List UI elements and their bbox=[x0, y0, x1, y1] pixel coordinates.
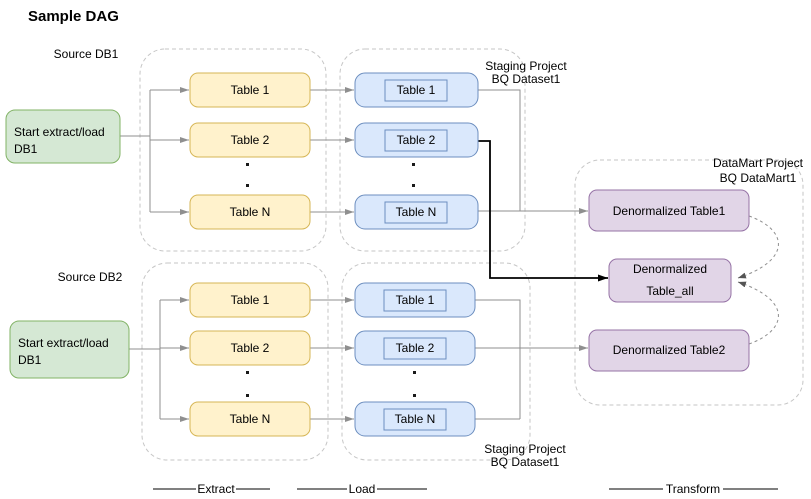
svg-text:BQ DataMart1: BQ DataMart1 bbox=[720, 171, 797, 185]
denormalized-table1-node: Denormalized Table1 bbox=[588, 189, 750, 232]
staging-label-bottom: Staging Project BQ Dataset1 bbox=[484, 442, 566, 469]
phase-load: Load bbox=[297, 482, 427, 496]
extract-db1-tableN: Table N bbox=[189, 194, 311, 230]
extract-db1-table1: Table 1 bbox=[189, 72, 311, 108]
svg-text:Table 2: Table 2 bbox=[231, 341, 270, 355]
load-db1-tableN: Table N bbox=[354, 194, 479, 230]
load-db1-table2: Table 2 bbox=[354, 122, 479, 158]
svg-text:Table 1: Table 1 bbox=[397, 83, 436, 97]
svg-text:Denormalized Table2: Denormalized Table2 bbox=[613, 343, 726, 357]
svg-text:Staging Project: Staging Project bbox=[484, 442, 566, 456]
svg-text:DB1: DB1 bbox=[14, 142, 38, 156]
extract-db2-table1: Table 1 bbox=[189, 282, 311, 318]
svg-text:Table N: Table N bbox=[396, 205, 437, 219]
svg-text:BQ Dataset1: BQ Dataset1 bbox=[491, 455, 560, 469]
db2-connectors bbox=[129, 297, 588, 422]
svg-text:Load: Load bbox=[349, 482, 376, 496]
staging-label-top: Staging Project BQ Dataset1 bbox=[485, 59, 567, 86]
svg-text:BQ Dataset1: BQ Dataset1 bbox=[492, 72, 561, 86]
extract-db1-container bbox=[139, 48, 327, 252]
datamart-label: DataMart Project BQ DataMart1 bbox=[713, 156, 804, 185]
datamart-dependency-arcs bbox=[737, 215, 779, 345]
svg-text:Table N: Table N bbox=[395, 412, 436, 426]
datamart-container bbox=[574, 159, 804, 406]
svg-text:DataMart Project: DataMart Project bbox=[713, 156, 804, 170]
svg-text:Table 1: Table 1 bbox=[231, 293, 270, 307]
load-db1-table1: Table 1 bbox=[354, 72, 479, 108]
extract-db1-table2: Table 2 bbox=[189, 122, 311, 158]
svg-text:Table_all: Table_all bbox=[646, 284, 693, 298]
page-title: Sample DAG bbox=[28, 8, 119, 25]
denorm-table1-to-all-arc bbox=[737, 215, 779, 279]
svg-text:Staging Project: Staging Project bbox=[485, 59, 567, 73]
start-node-db1: Start extract/load DB1 bbox=[5, 109, 121, 164]
denormalized-table-all-node: Denormalized Table_all bbox=[608, 258, 732, 303]
svg-text:Table 1: Table 1 bbox=[231, 83, 270, 97]
phase-extract: Extract bbox=[153, 482, 270, 496]
svg-text:Table N: Table N bbox=[230, 412, 271, 426]
source-db1-label: Source DB1 bbox=[54, 47, 119, 61]
svg-text:Start extract/load: Start extract/load bbox=[18, 336, 109, 350]
svg-text:Transform: Transform bbox=[666, 482, 720, 496]
phase-transform: Transform bbox=[609, 482, 778, 496]
start-node-db2: Start extract/load DB1 bbox=[9, 320, 130, 379]
svg-text:DB1: DB1 bbox=[18, 353, 42, 367]
svg-text:Start extract/load: Start extract/load bbox=[14, 125, 105, 139]
load-db2-tableN: Table N bbox=[354, 401, 476, 437]
load-db2-table2: Table 2 bbox=[354, 330, 476, 366]
svg-text:Table 2: Table 2 bbox=[231, 133, 270, 147]
extract-db2-tableN: Table N bbox=[189, 401, 311, 437]
load-db2-table1: Table 1 bbox=[354, 282, 476, 318]
extract-db2-table2: Table 2 bbox=[189, 330, 311, 366]
svg-text:Table 1: Table 1 bbox=[396, 293, 435, 307]
denorm-table2-to-all-arc bbox=[737, 281, 779, 345]
svg-text:Table 2: Table 2 bbox=[397, 133, 436, 147]
source-db2-label: Source DB2 bbox=[58, 270, 123, 284]
db1-connectors bbox=[120, 87, 608, 282]
extract-db2-container bbox=[141, 262, 329, 461]
db1-table2-to-denorm-all-connector bbox=[478, 140, 608, 282]
svg-text:Table 2: Table 2 bbox=[396, 341, 435, 355]
denormalized-table2-node: Denormalized Table2 bbox=[588, 329, 750, 372]
svg-text:Denormalized: Denormalized bbox=[633, 262, 707, 276]
ellipsis-dots bbox=[246, 163, 415, 187]
svg-text:Table N: Table N bbox=[230, 205, 271, 219]
ellipsis-dots bbox=[246, 371, 416, 397]
svg-text:Extract: Extract bbox=[197, 482, 235, 496]
svg-text:Denormalized Table1: Denormalized Table1 bbox=[613, 204, 726, 218]
